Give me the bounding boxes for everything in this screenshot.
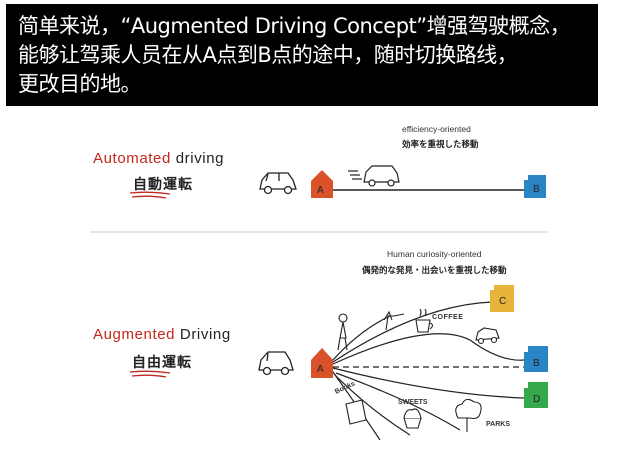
parks-label: PARKS	[486, 421, 510, 428]
tree-icon	[455, 398, 482, 432]
route-to-sweets	[333, 373, 411, 436]
caption-line-3: 更改目的地。	[18, 72, 142, 96]
building-icon-b	[524, 175, 546, 198]
point-d-label: D	[533, 394, 540, 405]
building-icon-b-bottom	[524, 346, 548, 372]
point-b-label-top: B	[533, 184, 540, 195]
sweets-label: SWEETS	[398, 399, 428, 406]
point-a-label-bottom: A	[317, 364, 324, 375]
curiosity-caption-jp: 偶発的な発見・出会いを重視した移動	[362, 265, 507, 275]
route-to-d	[332, 367, 525, 399]
coffee-cup-icon	[415, 308, 434, 333]
car-icon-bottom	[258, 351, 294, 376]
car-icon	[259, 172, 297, 195]
augmented-driving-title: Augmented Driving	[93, 326, 231, 343]
cupcake-icon	[403, 408, 422, 429]
point-b-label-bottom: B	[533, 358, 540, 369]
automated-driving-title: Automated driving	[93, 150, 225, 167]
moving-car-icon	[348, 165, 400, 187]
underline-automated	[129, 191, 171, 195]
caption-line-2: 能够让驾乘人员在从A点到B点的途中，随时切换路线，	[18, 43, 518, 67]
efficiency-caption-jp: 効率を重視した移動	[402, 139, 479, 149]
books-label: Books	[334, 380, 356, 395]
automated-driving-title-jp: 自動運転	[133, 176, 193, 192]
augmented-driving-title-jp: 自由運転	[132, 354, 192, 370]
curiosity-caption-en: Human curiosity-oriented	[387, 249, 482, 259]
route-to-parks	[335, 372, 461, 431]
pointing-hand-icon	[383, 310, 405, 331]
point-c-label: C	[499, 296, 506, 307]
efficiency-caption-en: efficiency-oriented	[402, 124, 471, 134]
house-icon-a-bottom	[311, 348, 333, 378]
building-icon-c	[490, 285, 514, 312]
house-icon-a	[311, 170, 333, 198]
route-curve-to-b	[332, 333, 525, 365]
car-on-route-icon	[475, 327, 500, 345]
coffee-label: COFFEE	[432, 314, 463, 321]
book-icon	[345, 399, 367, 425]
point-a-label: A	[317, 185, 324, 196]
caption-line-1: 简单来说，“Augmented Driving Concept”增强驾驶概念，	[18, 14, 571, 38]
underline-augmented	[129, 370, 171, 374]
underline-automated-2	[131, 195, 167, 199]
person-icon	[337, 313, 348, 351]
caption-banner: 简单来说，“Augmented Driving Concept”增强驾驶概念， …	[6, 4, 598, 106]
building-icon-d	[524, 382, 548, 408]
route-to-c	[332, 301, 493, 363]
underline-augmented-2	[131, 374, 167, 378]
